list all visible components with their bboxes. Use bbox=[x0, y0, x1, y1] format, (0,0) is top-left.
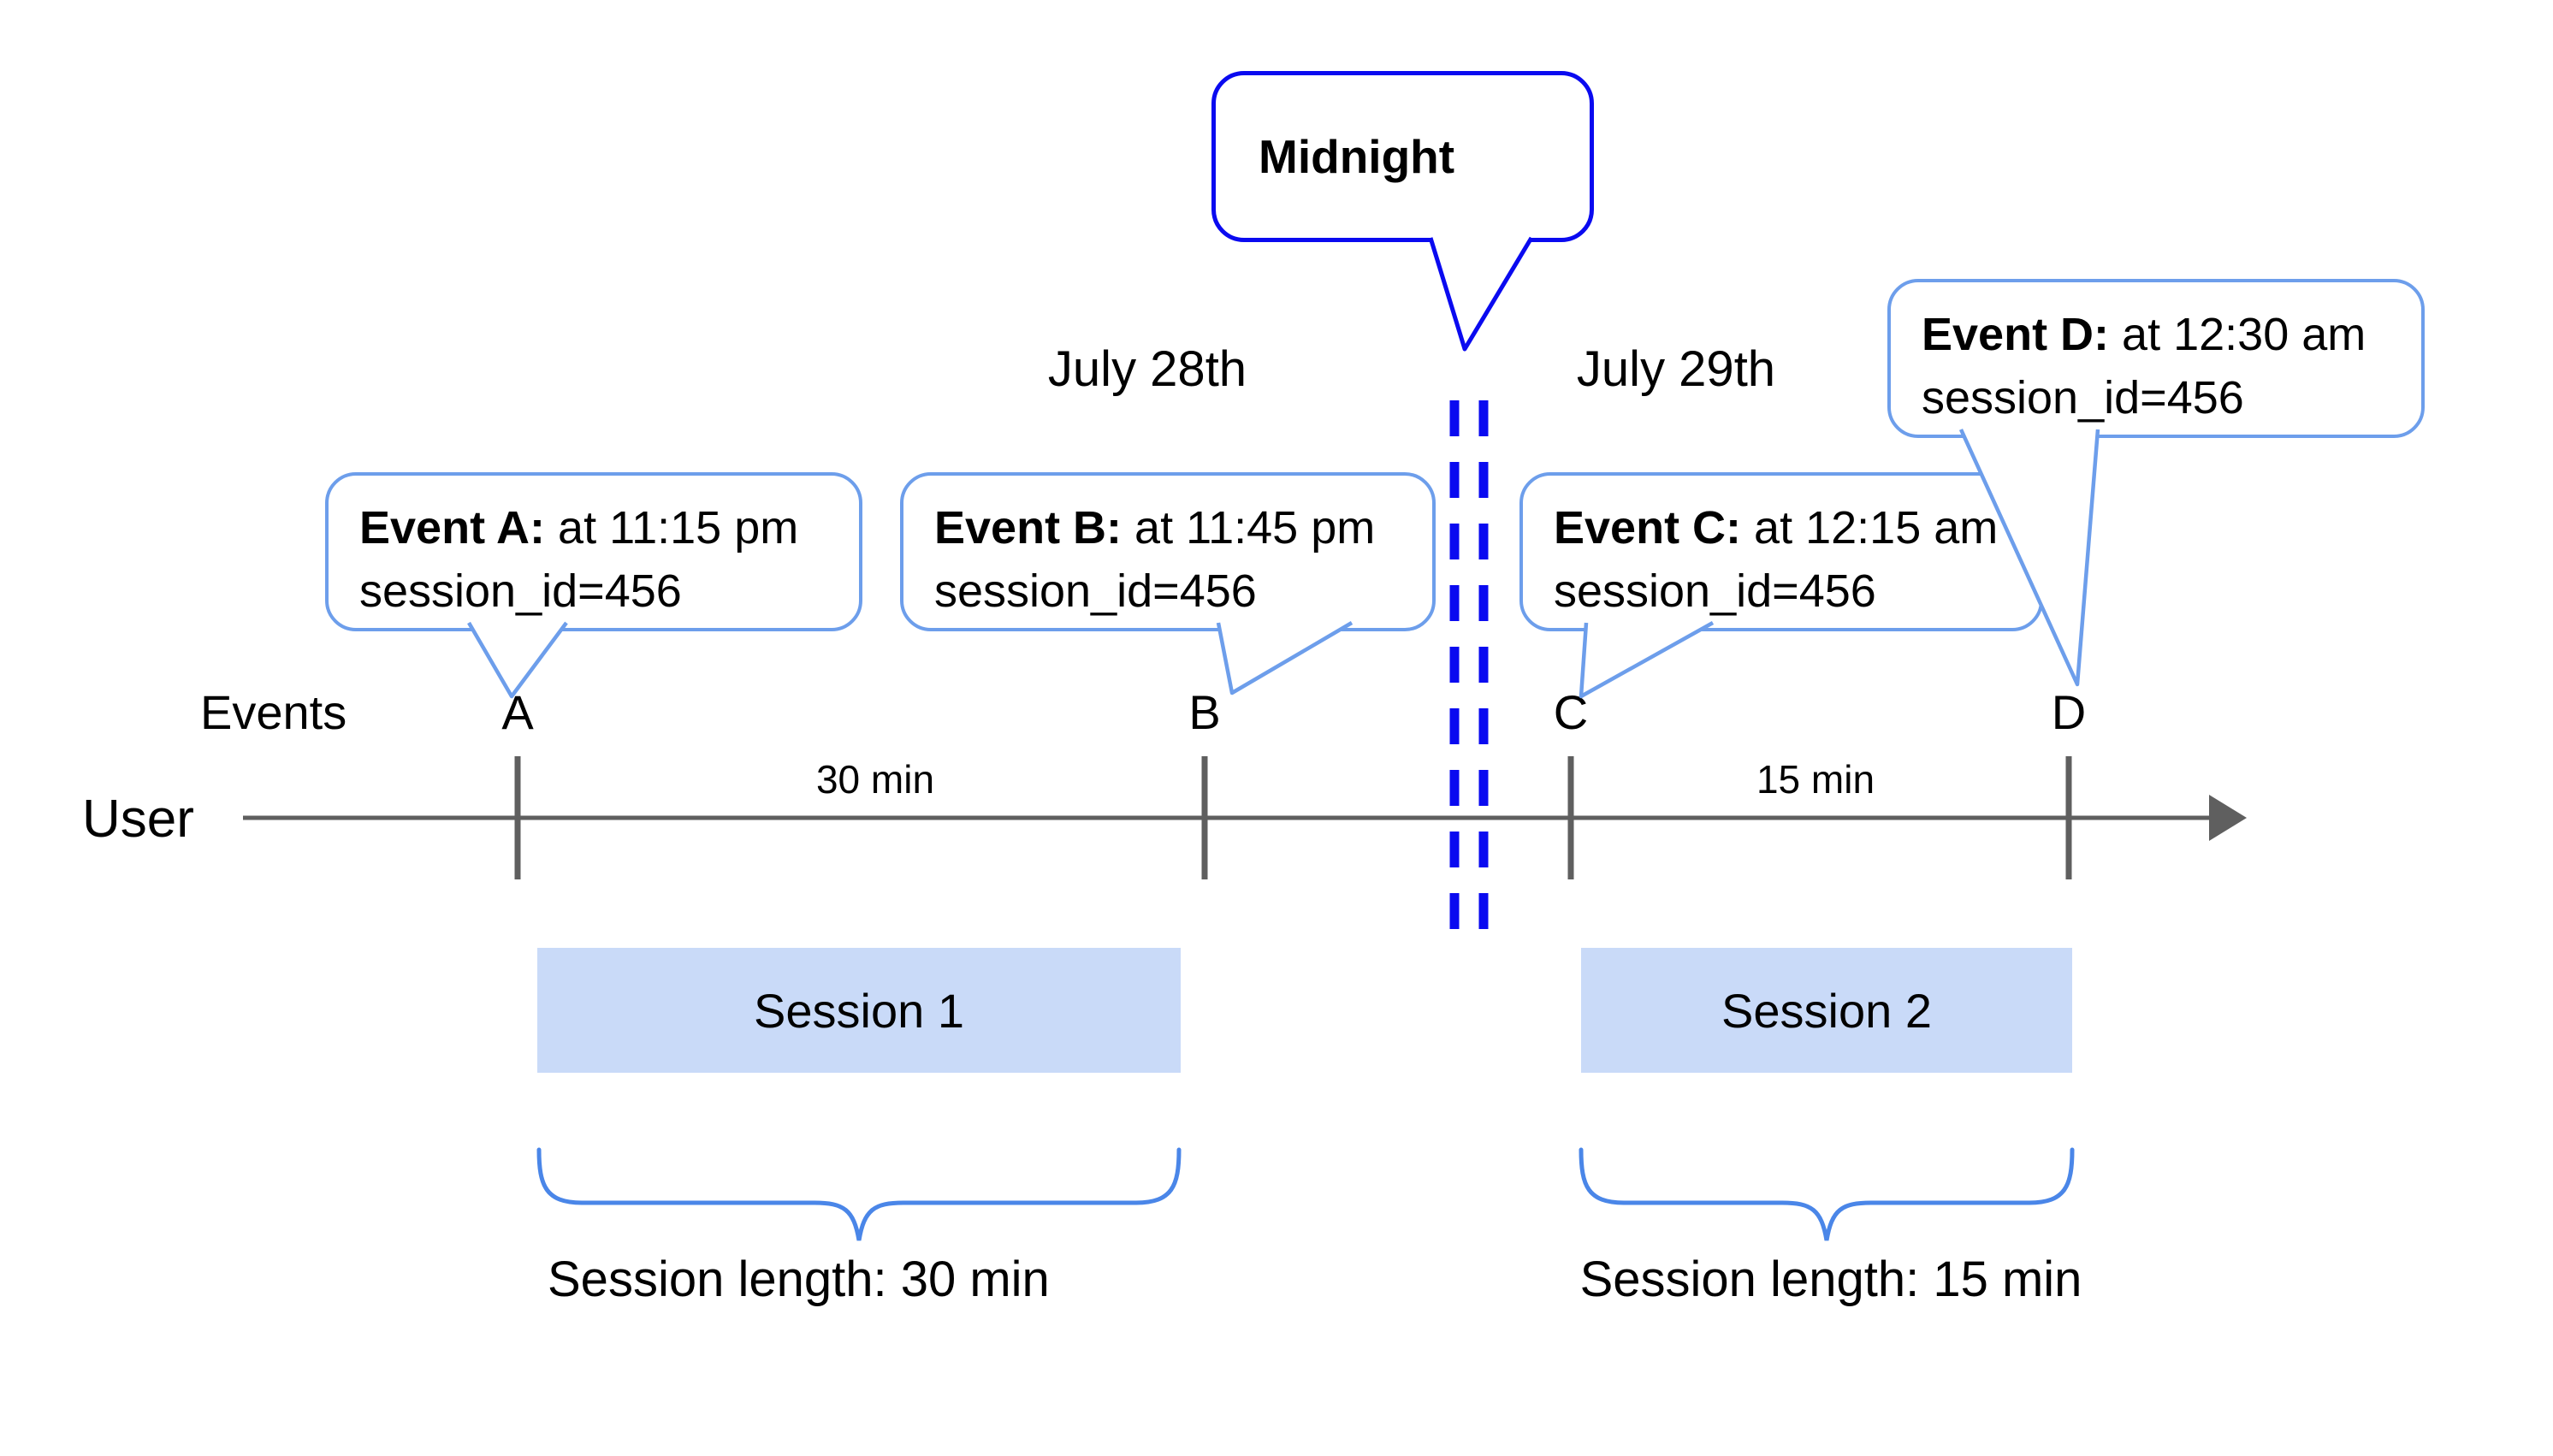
interval-label-30-min: 30 min bbox=[815, 757, 935, 802]
user-row-label: User bbox=[82, 790, 194, 849]
event-b-title: Event B: bbox=[934, 502, 1122, 553]
event-a-session-id: session_id=456 bbox=[359, 565, 682, 617]
session-1-box: Session 1 bbox=[537, 948, 1181, 1073]
midnight-callout: Midnight bbox=[1211, 71, 1594, 242]
session-1-label: Session 1 bbox=[754, 983, 964, 1038]
event-a-time: at 11:15 pm bbox=[545, 502, 799, 553]
event-a-callout: Event A: at 11:15 pm session_id=456 bbox=[325, 472, 862, 631]
event-c-session-id: session_id=456 bbox=[1554, 565, 1876, 617]
event-c-callout: Event C: at 12:15 am session_id=456 bbox=[1519, 472, 2043, 631]
event-d-title: Event D: bbox=[1922, 309, 2110, 360]
session-1-brace-icon bbox=[536, 1147, 1182, 1241]
event-b-callout: Event B: at 11:45 pm session_id=456 bbox=[900, 472, 1436, 631]
session-2-box: Session 2 bbox=[1581, 948, 2072, 1073]
date-label-july-28: July 28th bbox=[1047, 341, 1247, 397]
timeline-arrowhead-icon bbox=[2209, 795, 2247, 841]
tick-label-a: A bbox=[501, 685, 534, 739]
event-a-title: Event A: bbox=[359, 502, 546, 553]
event-c-time: at 12:15 am bbox=[1741, 502, 1999, 553]
date-label-july-29: July 29th bbox=[1576, 341, 1776, 397]
tick-label-d: D bbox=[2051, 685, 2087, 739]
session-2-label: Session 2 bbox=[1721, 983, 1932, 1038]
event-d-session-id: session_id=456 bbox=[1922, 372, 2244, 423]
events-row-label: Events bbox=[200, 685, 347, 739]
event-d-time: at 12:30 am bbox=[2109, 309, 2366, 360]
session-1-length-label: Session length: 30 min bbox=[548, 1252, 1050, 1307]
session-2-brace-icon bbox=[1579, 1147, 2075, 1241]
session-2-length-label: Session length: 15 min bbox=[1579, 1252, 2082, 1307]
event-c-title: Event C: bbox=[1554, 502, 1742, 553]
event-d-callout: Event D: at 12:30 am session_id=456 bbox=[1887, 279, 2425, 438]
tick-label-b: B bbox=[1188, 685, 1221, 739]
midnight-callout-label: Midnight bbox=[1259, 130, 1455, 183]
event-b-time: at 11:45 pm bbox=[1122, 502, 1376, 553]
event-b-session-id: session_id=456 bbox=[934, 565, 1257, 617]
tick-label-c: C bbox=[1553, 685, 1589, 739]
interval-label-15-min: 15 min bbox=[1756, 757, 1875, 802]
